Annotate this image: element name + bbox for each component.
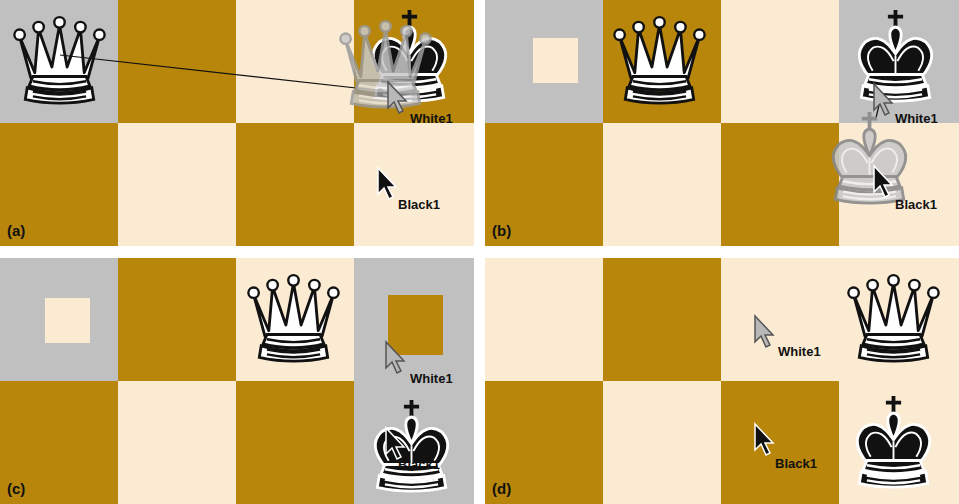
king-piece — [375, 400, 447, 491]
board-square — [0, 381, 118, 504]
board-square — [839, 258, 959, 381]
board-square — [721, 258, 839, 381]
queen-piece — [340, 21, 430, 107]
board-square — [603, 258, 721, 381]
board-panel — [485, 0, 959, 246]
cursor-label: White1 — [778, 345, 821, 358]
mouse-cursor — [386, 428, 404, 459]
mouse-cursor — [874, 166, 892, 197]
highlight-inner — [388, 295, 443, 355]
panel-letter: (d) — [492, 481, 511, 496]
board-square — [485, 0, 603, 123]
panel-letter: (c) — [7, 481, 25, 496]
board-square — [118, 123, 236, 246]
board-square — [839, 381, 959, 504]
board-panel — [0, 258, 474, 504]
mouse-cursor — [386, 342, 404, 373]
board-square — [0, 0, 118, 123]
board-square — [839, 0, 959, 123]
highlight-inner — [45, 298, 90, 343]
mouse-cursor — [755, 424, 773, 455]
king-piece — [857, 396, 929, 487]
mouse-cursor — [378, 168, 396, 199]
board-square — [236, 123, 354, 246]
board-square — [721, 381, 839, 504]
king-piece — [833, 112, 905, 203]
board-square — [118, 381, 236, 504]
board-square — [485, 381, 603, 504]
board-square — [354, 381, 474, 504]
cursor-label: Black1 — [398, 198, 440, 211]
board-square — [721, 0, 839, 123]
board-square — [236, 381, 354, 504]
highlight-inner — [533, 38, 578, 83]
board-panel — [485, 258, 959, 504]
queen-piece — [848, 275, 938, 361]
board-square — [721, 123, 839, 246]
board-square — [0, 258, 118, 381]
mouse-cursor — [388, 82, 406, 113]
mouse-cursor — [874, 84, 892, 115]
queen-piece — [248, 275, 338, 361]
cursor-label: Black1 — [398, 458, 440, 471]
board-square — [485, 258, 603, 381]
board-square — [354, 258, 474, 381]
cursor-label: White1 — [410, 112, 453, 125]
panel-letter: (b) — [492, 223, 511, 238]
cursor-label: White1 — [895, 112, 938, 125]
board-square — [603, 381, 721, 504]
drag-line — [60, 55, 392, 92]
panel-letter: (a) — [7, 223, 25, 238]
cursor-label: White1 — [410, 372, 453, 385]
board-square — [0, 123, 118, 246]
board-square — [603, 0, 721, 123]
board-panel — [0, 0, 474, 246]
mouse-cursor — [755, 316, 773, 347]
board-square — [485, 123, 603, 246]
cursor-label: Black1 — [895, 198, 937, 211]
board-square — [236, 258, 354, 381]
board-square — [118, 258, 236, 381]
board-square — [354, 123, 474, 246]
cursor-label: Black1 — [775, 457, 817, 470]
queen-piece — [14, 17, 104, 103]
queen-piece — [614, 17, 704, 103]
board-square — [603, 123, 721, 246]
board-square — [118, 0, 236, 123]
king-piece — [859, 10, 931, 101]
board-square — [236, 0, 354, 123]
